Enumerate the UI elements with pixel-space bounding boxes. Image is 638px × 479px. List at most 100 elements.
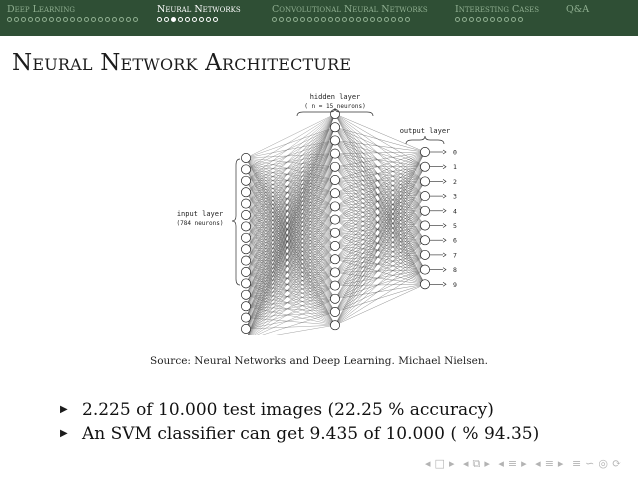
nav-dot[interactable] bbox=[307, 17, 312, 22]
prev-section-icon[interactable]: ◂ bbox=[535, 457, 542, 470]
nav-section-neural-networks[interactable]: Neural Networks bbox=[157, 4, 241, 15]
output-arrowhead bbox=[442, 267, 447, 272]
output-digit-label: 8 bbox=[453, 266, 457, 274]
output-digit-label: 2 bbox=[453, 178, 457, 186]
nav-dot[interactable] bbox=[363, 17, 368, 22]
subsection-icon[interactable]: ≡ bbox=[507, 457, 519, 470]
nav-dot[interactable] bbox=[28, 17, 33, 22]
prev-subsection-icon[interactable]: ◂ bbox=[498, 457, 505, 470]
output-digit-label: 1 bbox=[453, 163, 457, 171]
nav-dot[interactable] bbox=[199, 17, 204, 22]
nav-dot[interactable] bbox=[476, 17, 481, 22]
nav-dot[interactable] bbox=[192, 17, 197, 22]
nav-dot[interactable] bbox=[405, 17, 410, 22]
nav-dot[interactable] bbox=[504, 17, 509, 22]
output-neuron bbox=[420, 205, 430, 216]
nav-dot[interactable] bbox=[119, 17, 124, 22]
nav-dot[interactable] bbox=[356, 17, 361, 22]
slide-icon[interactable]: ⧉ bbox=[472, 457, 482, 470]
nav-dot[interactable] bbox=[398, 17, 403, 22]
nav-dot[interactable] bbox=[293, 17, 298, 22]
input-neuron bbox=[241, 324, 251, 334]
nav-dot[interactable] bbox=[511, 17, 516, 22]
nav-dot[interactable] bbox=[133, 17, 138, 22]
nav-dot[interactable] bbox=[70, 17, 75, 22]
nav-dot[interactable] bbox=[126, 17, 131, 22]
nav-dot[interactable] bbox=[112, 17, 117, 22]
nav-dot[interactable] bbox=[314, 17, 319, 22]
next-section-icon[interactable]: ▸ bbox=[557, 457, 565, 470]
forward-icon[interactable]: ⟳ bbox=[612, 457, 623, 470]
hidden-neuron bbox=[330, 227, 340, 238]
prev-slide-icon[interactable]: ◂ bbox=[462, 457, 470, 470]
nav-dot[interactable] bbox=[35, 17, 40, 22]
bullet-text: 2.225 of 10.000 test images (22.25 % acc… bbox=[82, 400, 494, 420]
output-digit-label: 3 bbox=[453, 193, 457, 201]
nav-dot[interactable] bbox=[370, 17, 375, 22]
nav-section-interesting-cases[interactable]: Interesting Cases bbox=[455, 4, 539, 15]
back-icon[interactable]: ∽ bbox=[585, 457, 596, 470]
next-subsection-icon[interactable]: ▸ bbox=[521, 457, 528, 470]
nav-dot[interactable] bbox=[7, 17, 12, 22]
nav-dot[interactable] bbox=[497, 17, 502, 22]
nav-dot[interactable] bbox=[391, 17, 396, 22]
nav-dot[interactable] bbox=[342, 17, 347, 22]
nav-dot[interactable] bbox=[490, 17, 495, 22]
output-arrowhead bbox=[442, 282, 447, 287]
nav-section-deep-learning[interactable]: Deep Learning bbox=[7, 4, 75, 15]
hidden-neuron bbox=[330, 241, 340, 251]
nav-dot[interactable] bbox=[469, 17, 474, 22]
nav-dot[interactable] bbox=[14, 17, 19, 22]
nav-dot[interactable] bbox=[105, 17, 110, 22]
nav-dot[interactable] bbox=[63, 17, 68, 22]
nav-section-label: Convolutional Neural Networks bbox=[272, 4, 428, 15]
input-neuron bbox=[241, 187, 251, 198]
nav-section-qa[interactable]: Q&A bbox=[566, 4, 589, 15]
output-layer-label: output layer bbox=[400, 127, 451, 135]
nav-dot[interactable] bbox=[77, 17, 82, 22]
nav-dot[interactable] bbox=[328, 17, 333, 22]
nav-dot[interactable] bbox=[157, 17, 162, 22]
navigation-header: Deep Learning Neural Networks Convolutio… bbox=[0, 0, 638, 36]
nav-dot[interactable] bbox=[49, 17, 54, 22]
nav-dot[interactable] bbox=[98, 17, 103, 22]
nav-dot[interactable] bbox=[384, 17, 389, 22]
nav-dot[interactable] bbox=[171, 17, 176, 22]
nav-section-cnn[interactable]: Convolutional Neural Networks bbox=[272, 4, 428, 15]
prev-frame-icon[interactable]: ◂ bbox=[425, 457, 432, 470]
nav-dot[interactable] bbox=[178, 17, 183, 22]
bullet-text: An SVM classifier can get 9.435 of 10.00… bbox=[82, 424, 540, 444]
nav-dot[interactable] bbox=[518, 17, 523, 22]
hidden-neuron bbox=[330, 214, 340, 225]
nav-dot[interactable] bbox=[21, 17, 26, 22]
nav-dot[interactable] bbox=[349, 17, 354, 22]
nav-dot[interactable] bbox=[206, 17, 211, 22]
nav-dot[interactable] bbox=[300, 17, 305, 22]
nav-dot[interactable] bbox=[164, 17, 169, 22]
nav-dot[interactable] bbox=[335, 17, 340, 22]
search-icon[interactable]: ◎ bbox=[598, 457, 609, 470]
nav-dot[interactable] bbox=[185, 17, 190, 22]
hidden-neuron bbox=[330, 201, 340, 212]
hidden-neuron bbox=[330, 109, 340, 119]
frame-icon[interactable]: □ bbox=[434, 457, 446, 470]
nav-dot[interactable] bbox=[42, 17, 47, 22]
nav-dot[interactable] bbox=[455, 17, 460, 22]
nav-dot[interactable] bbox=[483, 17, 488, 22]
next-slide-icon[interactable]: ▸ bbox=[484, 457, 491, 470]
nav-dot[interactable] bbox=[272, 17, 277, 22]
toc-icon[interactable]: ≡ bbox=[571, 457, 583, 470]
nav-dot[interactable] bbox=[91, 17, 96, 22]
section-icon[interactable]: ≡ bbox=[544, 457, 555, 470]
nav-dot[interactable] bbox=[286, 17, 291, 22]
nav-dot[interactable] bbox=[84, 17, 89, 22]
output-neuron bbox=[420, 147, 430, 157]
nav-dot[interactable] bbox=[279, 17, 284, 22]
nav-dot[interactable] bbox=[462, 17, 467, 22]
nav-dot[interactable] bbox=[56, 17, 61, 22]
next-frame-icon[interactable]: ▸ bbox=[448, 457, 456, 470]
nav-dot[interactable] bbox=[213, 17, 218, 22]
nav-dot[interactable] bbox=[321, 17, 326, 22]
nav-dot[interactable] bbox=[377, 17, 382, 22]
hidden-neuron bbox=[330, 254, 340, 265]
